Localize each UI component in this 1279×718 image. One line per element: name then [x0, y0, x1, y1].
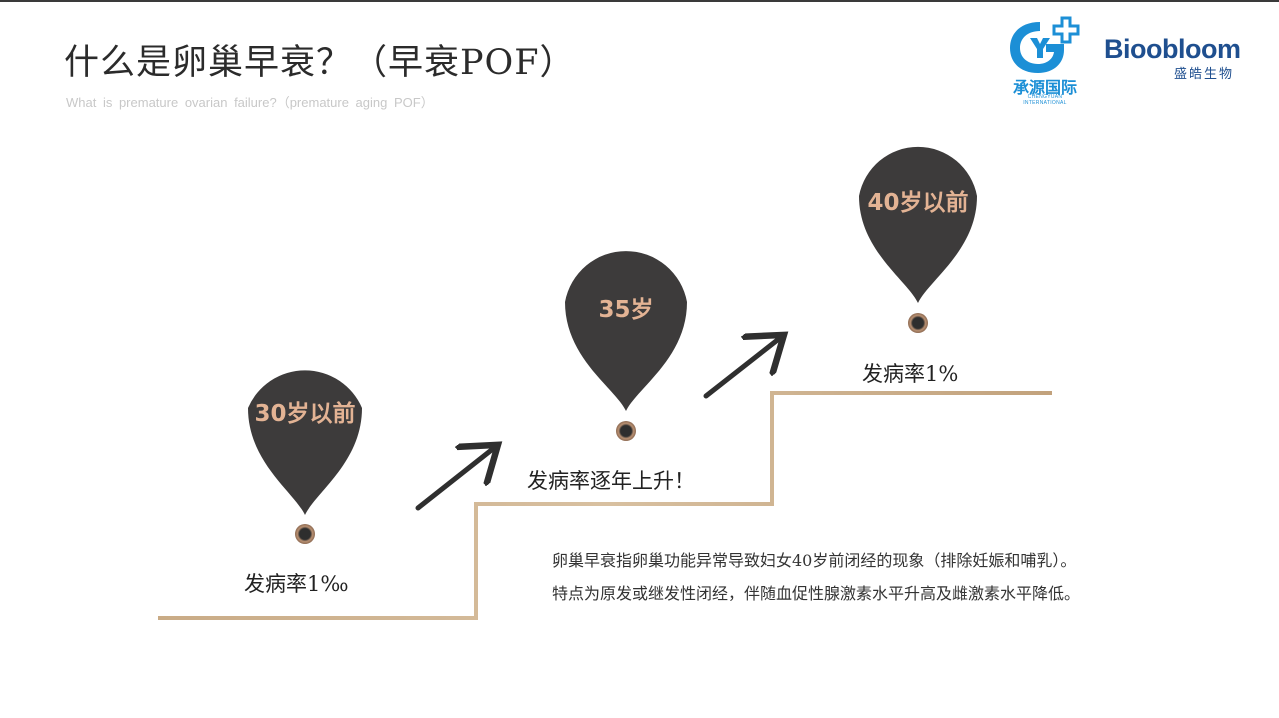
arrow-icon [415, 448, 494, 511]
incidence-rate-stage-1: 发病率1‰ [244, 572, 349, 596]
incidence-rate-stage-3: 发病率1% [862, 362, 959, 386]
pin-label-stage-1: 30岁以前 [254, 401, 356, 427]
biobloom-logo-subtext: 盛皓生物 [1174, 67, 1235, 82]
chengyuan-logo-mark [1010, 16, 1080, 73]
pin-dot [616, 421, 636, 441]
pin-dot [908, 313, 928, 333]
map-pin-icon [565, 251, 687, 411]
chengyuan-logo: 承源国际 CHENGYUAN INTERNATIONAL [1006, 16, 1084, 106]
page-subtitle: What is premature ovarian failure?（prema… [66, 95, 434, 110]
page-title: 什么是卵巢早衰？（早衰POF） [64, 43, 576, 83]
pin-label-stage-2: 35岁 [598, 297, 654, 323]
incidence-rate-stage-2: 发病率逐年上升！ [527, 469, 695, 493]
pin-dot [295, 524, 315, 544]
map-pin-icon [859, 146, 977, 303]
chengyuan-logo-subtext: CHENGYUAN INTERNATIONAL [1023, 94, 1067, 106]
chengyuan-logo-name: 承源国际 [1012, 78, 1077, 97]
arrow-icon [703, 338, 780, 399]
pin-label-stage-3: 40岁以前 [867, 190, 969, 216]
map-pin-icon [248, 370, 362, 515]
biobloom-logo: Bioobloom 盛皓生物 [1104, 34, 1244, 84]
biobloom-logo-name: Bioobloom [1104, 34, 1241, 64]
step-line [158, 391, 1052, 620]
definition-paragraph: 卵巢早衰指卵巢功能异常导致妇女40岁前闭经的现象（排除妊娠和哺乳）。特点为原发或… [552, 551, 1081, 603]
top-border-line [0, 0, 1279, 2]
